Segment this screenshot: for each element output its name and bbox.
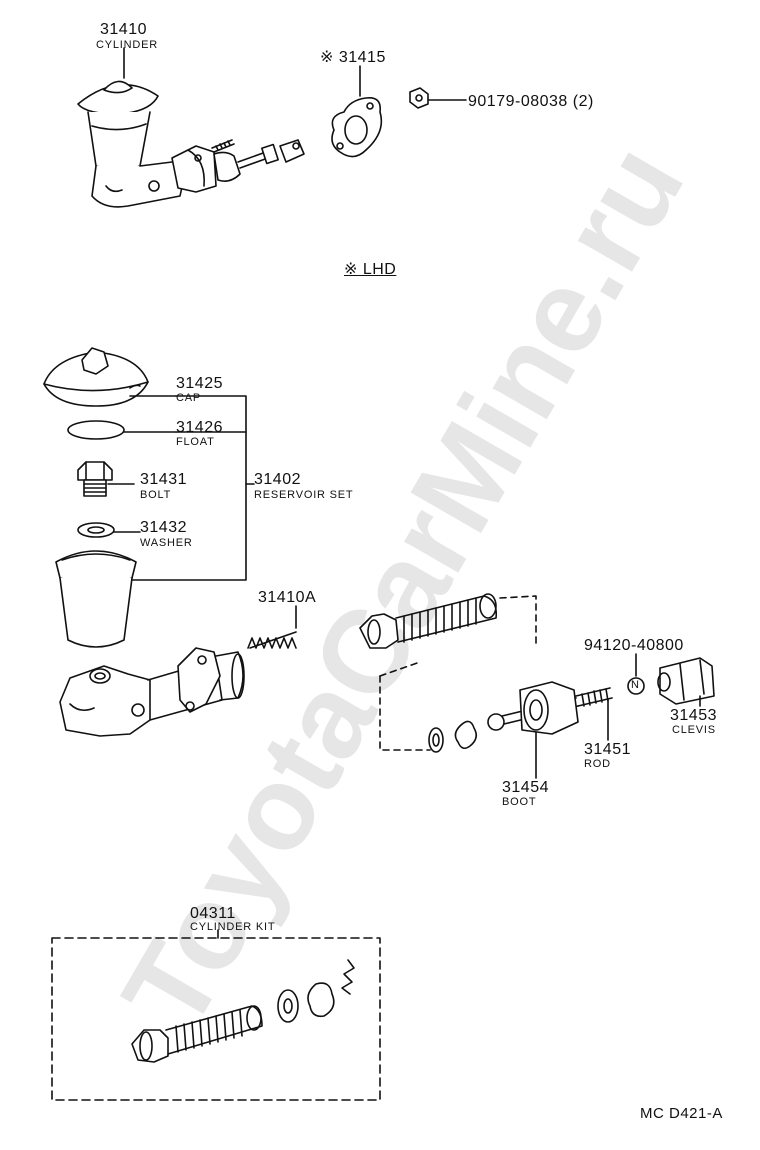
piston-assembly <box>359 593 498 649</box>
cylinder-kit-parts <box>131 959 355 1063</box>
part-number-04311: 04311 <box>190 905 236 922</box>
clevis-31453 <box>657 657 715 705</box>
part-name-float: FLOAT <box>176 436 215 448</box>
part-number-31431: 31431 <box>140 471 187 488</box>
part-number-31432: 31432 <box>140 519 187 536</box>
part-number-31454: 31454 <box>502 779 549 796</box>
gasket-31415 <box>331 96 383 158</box>
washer-31432 <box>77 522 115 538</box>
part-name-cap: CAP <box>176 392 202 404</box>
part-number-94120: 94120-40800 <box>584 637 684 654</box>
part-name-boot: BOOT <box>502 796 537 808</box>
nut-marker: N <box>631 679 639 691</box>
part-name-clevis: CLEVIS <box>672 724 716 736</box>
nut-90179 <box>409 87 429 109</box>
part-number-31426: 31426 <box>176 419 223 436</box>
lhd-note: ※ LHD <box>344 261 397 278</box>
part-name-washer: WASHER <box>140 537 193 549</box>
cylinder-body <box>59 647 245 737</box>
part-name-reservoir-set: RESERVOIR SET <box>254 489 354 501</box>
bolt-31431 <box>77 461 113 497</box>
part-number-31402: 31402 <box>254 471 301 488</box>
part-name-cylinder-kit: CYLINDER KIT <box>190 921 276 933</box>
part-name-bolt: BOLT <box>140 489 172 501</box>
part-number-31451: 31451 <box>584 741 631 758</box>
part-number-90179: 90179-08038 (2) <box>468 93 594 110</box>
reservoir-body <box>55 550 137 648</box>
cap-31425 <box>43 347 149 407</box>
part-number-31453: 31453 <box>670 707 717 724</box>
diagram-code: MC D421-A <box>640 1105 723 1122</box>
part-name-cylinder: CYLINDER <box>96 39 159 51</box>
part-number-31410A: 31410A <box>258 589 317 606</box>
boot-31454 <box>519 681 579 735</box>
part-name-rod: ROD <box>584 758 611 770</box>
float-31426 <box>67 420 125 440</box>
master-cylinder-assembly <box>77 80 305 208</box>
part-number-31410: 31410 <box>100 21 147 38</box>
part-number-31415: ※ 31415 <box>320 49 386 66</box>
part-number-31425: 31425 <box>176 375 223 392</box>
spring-31410A <box>247 631 297 649</box>
